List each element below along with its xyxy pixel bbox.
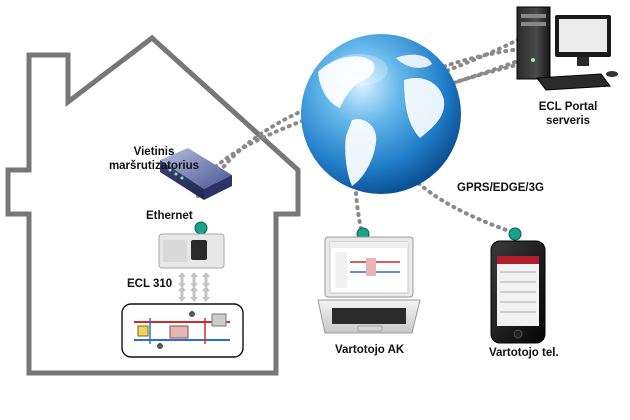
router-label-line1: Vietinis xyxy=(133,146,175,158)
data-arrows xyxy=(178,272,210,302)
ethernet-label: Ethernet xyxy=(146,210,193,222)
server-label: ECL Portal serveris xyxy=(520,100,616,128)
house-outline xyxy=(5,34,301,376)
router-icon xyxy=(160,148,232,200)
router-label: Vietinis maršrutizatorius xyxy=(96,145,212,173)
globe-continent-europe xyxy=(396,54,432,68)
globe-continent-north-america xyxy=(318,56,375,108)
controller-label: ECL 310 xyxy=(127,278,173,290)
globe-continent-south-america xyxy=(345,119,377,186)
laptop-icon xyxy=(317,236,421,334)
server-icon xyxy=(516,6,618,91)
server-label-line1: ECL Portal xyxy=(538,101,598,113)
router-label-line2: maršrutizatorius xyxy=(108,160,200,172)
globe-icon xyxy=(301,34,461,194)
link-server-globe xyxy=(418,62,522,98)
connection-node-router xyxy=(194,221,208,235)
phone-label: Vartotojo tel. xyxy=(489,347,559,359)
laptop-label: Vartotojo AK xyxy=(335,344,405,356)
phone-icon xyxy=(490,240,546,344)
globe-continent-africa xyxy=(404,78,445,138)
server-label-line2: serveris xyxy=(545,115,591,127)
heating-system-schematic xyxy=(121,303,244,358)
connection-node-phone xyxy=(508,227,522,241)
mobile-network-label: GPRS/EDGE/3G xyxy=(457,182,544,194)
controller-icon xyxy=(158,233,225,269)
